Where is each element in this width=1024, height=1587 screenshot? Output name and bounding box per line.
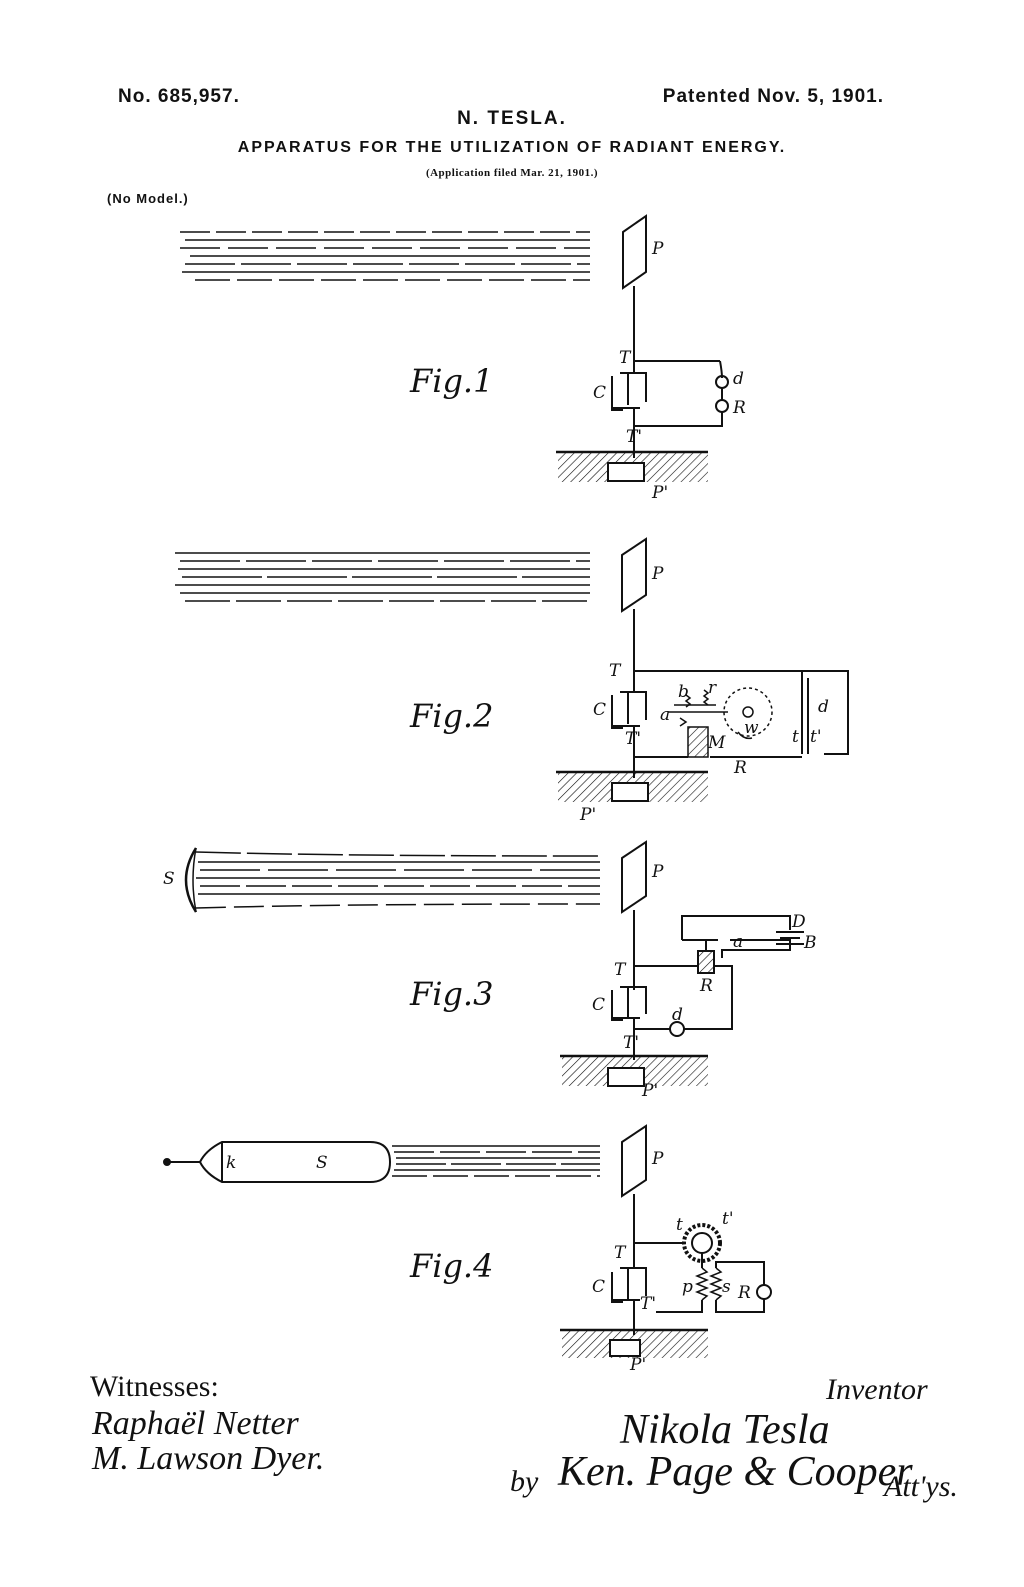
- figure-1: Fig.1 P T C d R T' P': [180, 214, 746, 503]
- fig4-condenser-c: [611, 1267, 647, 1303]
- fig1-label: Fig.1: [409, 362, 493, 400]
- witness-signature-2: M. Lawson Dyer.: [92, 1440, 325, 1477]
- fig2-part-p: P: [651, 564, 664, 584]
- fig2-part-d: d: [818, 697, 829, 717]
- fig4-part-c: C: [592, 1277, 605, 1297]
- figure-4: Fig.4 k S P t t' T C p s R T' P': [163, 1124, 772, 1375]
- fig4-radiant-rays: [392, 1145, 600, 1177]
- fig3-part-b: B: [803, 933, 817, 953]
- fig1-part-p: P: [651, 239, 664, 259]
- fig1-part-r: R: [732, 398, 746, 418]
- fig3-part-t-prime: T': [623, 1033, 639, 1053]
- fig1-part-p-prime: P': [651, 483, 668, 503]
- fig2-part-c: C: [593, 700, 606, 720]
- fig2-part-r-lower: r: [708, 678, 717, 698]
- fig3-part-d: d: [672, 1005, 683, 1025]
- patent-date: Patented Nov. 5, 1901.: [662, 86, 884, 107]
- fig2-plate-p: [621, 537, 647, 613]
- fig2-part-p-prime: P': [579, 805, 596, 825]
- fig4-label: Fig.4: [409, 1247, 493, 1285]
- attorney-signature: Ken. Page & Cooper: [558, 1449, 913, 1495]
- figure-3: Fig.3 S P D B a T R C d T' P': [163, 840, 817, 1101]
- fig3-part-r: R: [699, 976, 713, 996]
- fig2-part-a: a: [660, 705, 670, 725]
- inventor-signature: Nikola Tesla: [620, 1407, 830, 1453]
- witnesses-label: Witnesses:: [90, 1370, 219, 1403]
- fig4-tuner-ring: [682, 1223, 722, 1263]
- fig4-part-r: R: [737, 1283, 751, 1303]
- application-date: (Application filed Mar. 21, 1901.): [425, 167, 599, 179]
- fig4-part-t: T: [614, 1243, 627, 1263]
- fig3-source-s: [184, 847, 198, 913]
- fig1-part-d: d: [733, 369, 744, 389]
- fig4-part-p-prime: P': [629, 1355, 646, 1375]
- fig1-condenser-c: [611, 372, 647, 411]
- fig1-part-c: C: [593, 383, 606, 403]
- fig2-part-m: M: [707, 733, 726, 753]
- fig4-plate-p: [621, 1124, 647, 1198]
- fig1-part-t-prime: T': [626, 427, 642, 447]
- fig2-part-t-small-prime: t': [810, 727, 822, 747]
- fig3-part-p: P: [651, 862, 664, 882]
- fig4-part-t-small-prime: t': [722, 1209, 734, 1229]
- fig3-part-d-upper: D: [791, 912, 806, 932]
- fig2-part-t: T: [609, 661, 622, 681]
- fig2-tapper-mechanism: [668, 689, 728, 758]
- fig1-part-t: T: [619, 348, 632, 368]
- fig4-part-t-prime: T': [640, 1294, 656, 1314]
- fig2-part-w: w: [744, 718, 759, 738]
- fig4-part-t-small: t: [676, 1215, 683, 1235]
- fig3-part-s: S: [163, 869, 175, 889]
- by-label: by: [510, 1465, 539, 1498]
- fig2-part-r: R: [733, 758, 747, 778]
- fig2-ground-plate: [611, 782, 649, 802]
- fig2-condenser-c: [611, 691, 647, 729]
- fig3-part-t: T: [614, 960, 627, 980]
- fig1-plate-p: [622, 214, 647, 290]
- patent-number: No. 685,957.: [118, 86, 240, 107]
- fig2-wheel-w: [723, 687, 773, 737]
- fig3-condenser-c: [611, 986, 647, 1021]
- witness-signature-1: Raphaël Netter: [92, 1405, 299, 1442]
- fig4-coil-p: [694, 1267, 710, 1301]
- fig3-part-c: C: [592, 995, 605, 1015]
- fig2-radiant-rays: [175, 552, 590, 602]
- fig1-relay-r: [715, 399, 729, 413]
- fig2-label: Fig.2: [409, 697, 493, 735]
- figure-2: Fig.2 P T C a b r w M T' R P' t t' d: [175, 537, 849, 825]
- attorneys-label: Att'ys.: [884, 1470, 958, 1503]
- fig4-part-p-lower: p: [682, 1277, 693, 1297]
- fig2-part-b: b: [678, 682, 689, 702]
- fig1-radiant-rays: [180, 231, 590, 281]
- fig4-part-k: k: [226, 1153, 236, 1173]
- fig1-ground-plate: [607, 462, 645, 482]
- fig3-part-a: a: [733, 932, 743, 952]
- fig2-part-t-prime: T': [625, 729, 641, 749]
- fig4-relay-r: [756, 1284, 772, 1300]
- fig4-ground-plate: [609, 1339, 641, 1357]
- fig3-part-p-prime: P': [641, 1081, 658, 1101]
- model-note: (No Model.): [107, 191, 189, 206]
- fig4-part-p: P: [651, 1149, 664, 1169]
- fig3-relay-r: [697, 950, 715, 974]
- fig4-tube-s: [198, 1141, 392, 1183]
- fig3-ground-plate: [607, 1067, 645, 1087]
- fig3-radiant-rays: [195, 851, 601, 909]
- patent-title: APPARATUS FOR THE UTILIZATION OF RADIANT…: [237, 139, 787, 156]
- fig4-part-s: S: [316, 1153, 328, 1173]
- inventor-name: N. TESLA.: [457, 108, 567, 129]
- fig2-part-t-small: t: [792, 727, 799, 747]
- fig2-magnet-m: [687, 726, 709, 758]
- fig4-coil-s: [708, 1267, 724, 1301]
- fig3-plate-p: [621, 840, 647, 914]
- fig4-part-s-lower: s: [722, 1277, 731, 1297]
- inventor-label: Inventor: [826, 1373, 928, 1406]
- fig3-label: Fig.3: [409, 975, 493, 1013]
